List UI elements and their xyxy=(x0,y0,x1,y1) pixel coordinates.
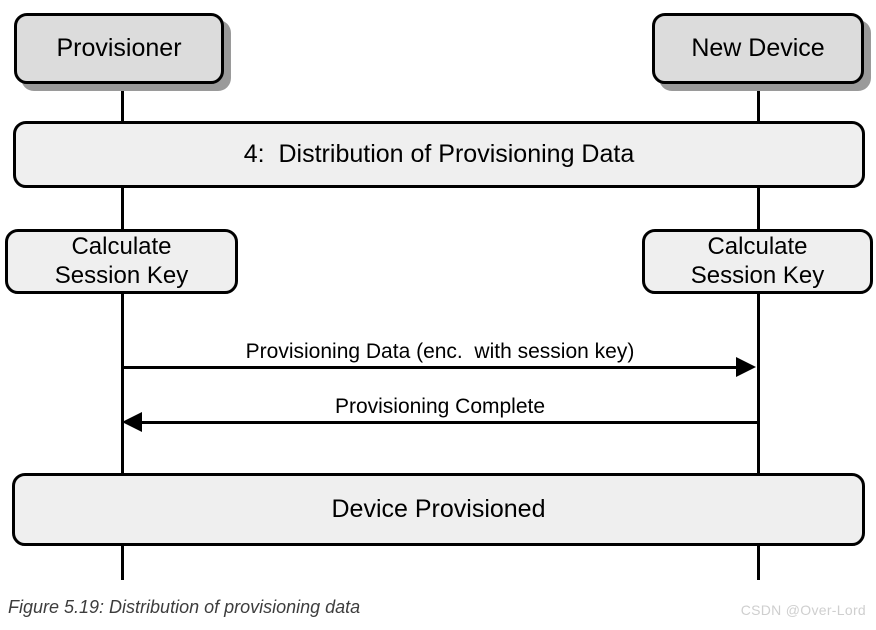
arrowhead-right-icon xyxy=(736,357,756,377)
message-label-provisioning-complete: Provisioning Complete xyxy=(334,395,546,418)
message-line-provisioning-complete xyxy=(142,421,758,424)
frame-distribution-of-provisioning-data: 4: Distribution of Provisioning Data xyxy=(13,121,865,188)
lifeline-provisioner xyxy=(121,83,124,580)
activity-label-right: Calculate Session Key xyxy=(691,233,824,290)
actor-label-provisioner: Provisioner xyxy=(56,33,182,62)
activity-label-right-line2: Session Key xyxy=(690,261,825,289)
actor-box-provisioner: Provisioner xyxy=(14,13,224,84)
frame-device-provisioned: Device Provisioned xyxy=(12,473,865,546)
activity-label-left: Calculate Session Key xyxy=(55,233,188,290)
frame-label-device-provisioned: Device Provisioned xyxy=(331,494,546,523)
arrowhead-left-icon xyxy=(122,412,142,432)
activity-label-left-line2: Session Key xyxy=(54,261,189,289)
message-label-provisioning-data: Provisioning Data (enc. with session key… xyxy=(245,340,635,363)
activity-label-right-line1: Calculate xyxy=(707,233,808,261)
activity-label-left-line1: Calculate xyxy=(71,233,172,261)
actor-label-new-device: New Device xyxy=(691,33,825,62)
activity-box-calculate-session-key-left: Calculate Session Key xyxy=(5,229,238,294)
activity-box-calculate-session-key-right: Calculate Session Key xyxy=(642,229,873,294)
frame-label-distribution: 4: Distribution of Provisioning Data xyxy=(243,139,635,168)
figure-caption: Figure 5.19: Distribution of provisionin… xyxy=(8,597,361,617)
watermark-text: CSDN @Over-Lord xyxy=(740,602,866,618)
message-line-provisioning-data xyxy=(122,366,738,369)
actor-box-new-device: New Device xyxy=(652,13,864,84)
lifeline-new-device xyxy=(757,83,760,580)
